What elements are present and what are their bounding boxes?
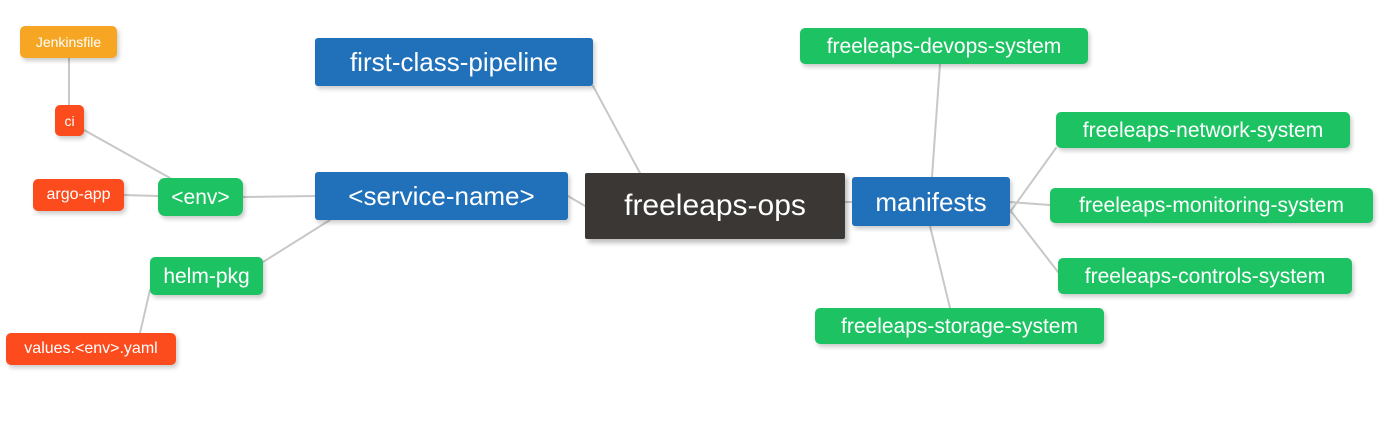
node-freeleaps-devops-system[interactable]: freeleaps-devops-system (800, 28, 1088, 64)
edge-helm-pkg-to-values-yaml (139, 289, 151, 334)
edge-env-to-argo-app (123, 194, 159, 197)
node-env[interactable]: <env> (158, 178, 243, 216)
node-service-name[interactable]: <service-name> (315, 172, 568, 220)
node-first-class-pipeline[interactable]: first-class-pipeline (315, 38, 593, 86)
node-freeleaps-controls-system[interactable]: freeleaps-controls-system (1058, 258, 1352, 294)
node-values-yaml[interactable]: values.<env>.yaml (6, 333, 176, 365)
node-jenkinsfile[interactable]: Jenkinsfile (20, 26, 117, 58)
node-freeleaps-monitoring-system[interactable]: freeleaps-monitoring-system (1050, 188, 1373, 223)
edge-env-to-ci (83, 129, 171, 179)
node-ci[interactable]: ci (55, 105, 84, 136)
edge-manifests-to-freeleaps-monitoring-system (1009, 201, 1051, 206)
node-manifests[interactable]: manifests (852, 177, 1010, 226)
edge-manifests-to-freeleaps-storage-system (929, 225, 951, 309)
edge-root-to-service-name (567, 195, 586, 207)
node-argo-app[interactable]: argo-app (33, 179, 124, 211)
edge-service-name-to-env (242, 195, 316, 198)
node-root[interactable]: freeleaps-ops (585, 173, 845, 239)
edge-root-to-first-class-pipeline (592, 85, 641, 174)
node-freeleaps-network-system[interactable]: freeleaps-network-system (1056, 112, 1350, 148)
edge-service-name-to-helm-pkg (262, 219, 331, 263)
node-freeleaps-storage-system[interactable]: freeleaps-storage-system (815, 308, 1104, 344)
edge-manifests-to-freeleaps-devops-system (931, 63, 941, 178)
node-helm-pkg[interactable]: helm-pkg (150, 257, 263, 295)
